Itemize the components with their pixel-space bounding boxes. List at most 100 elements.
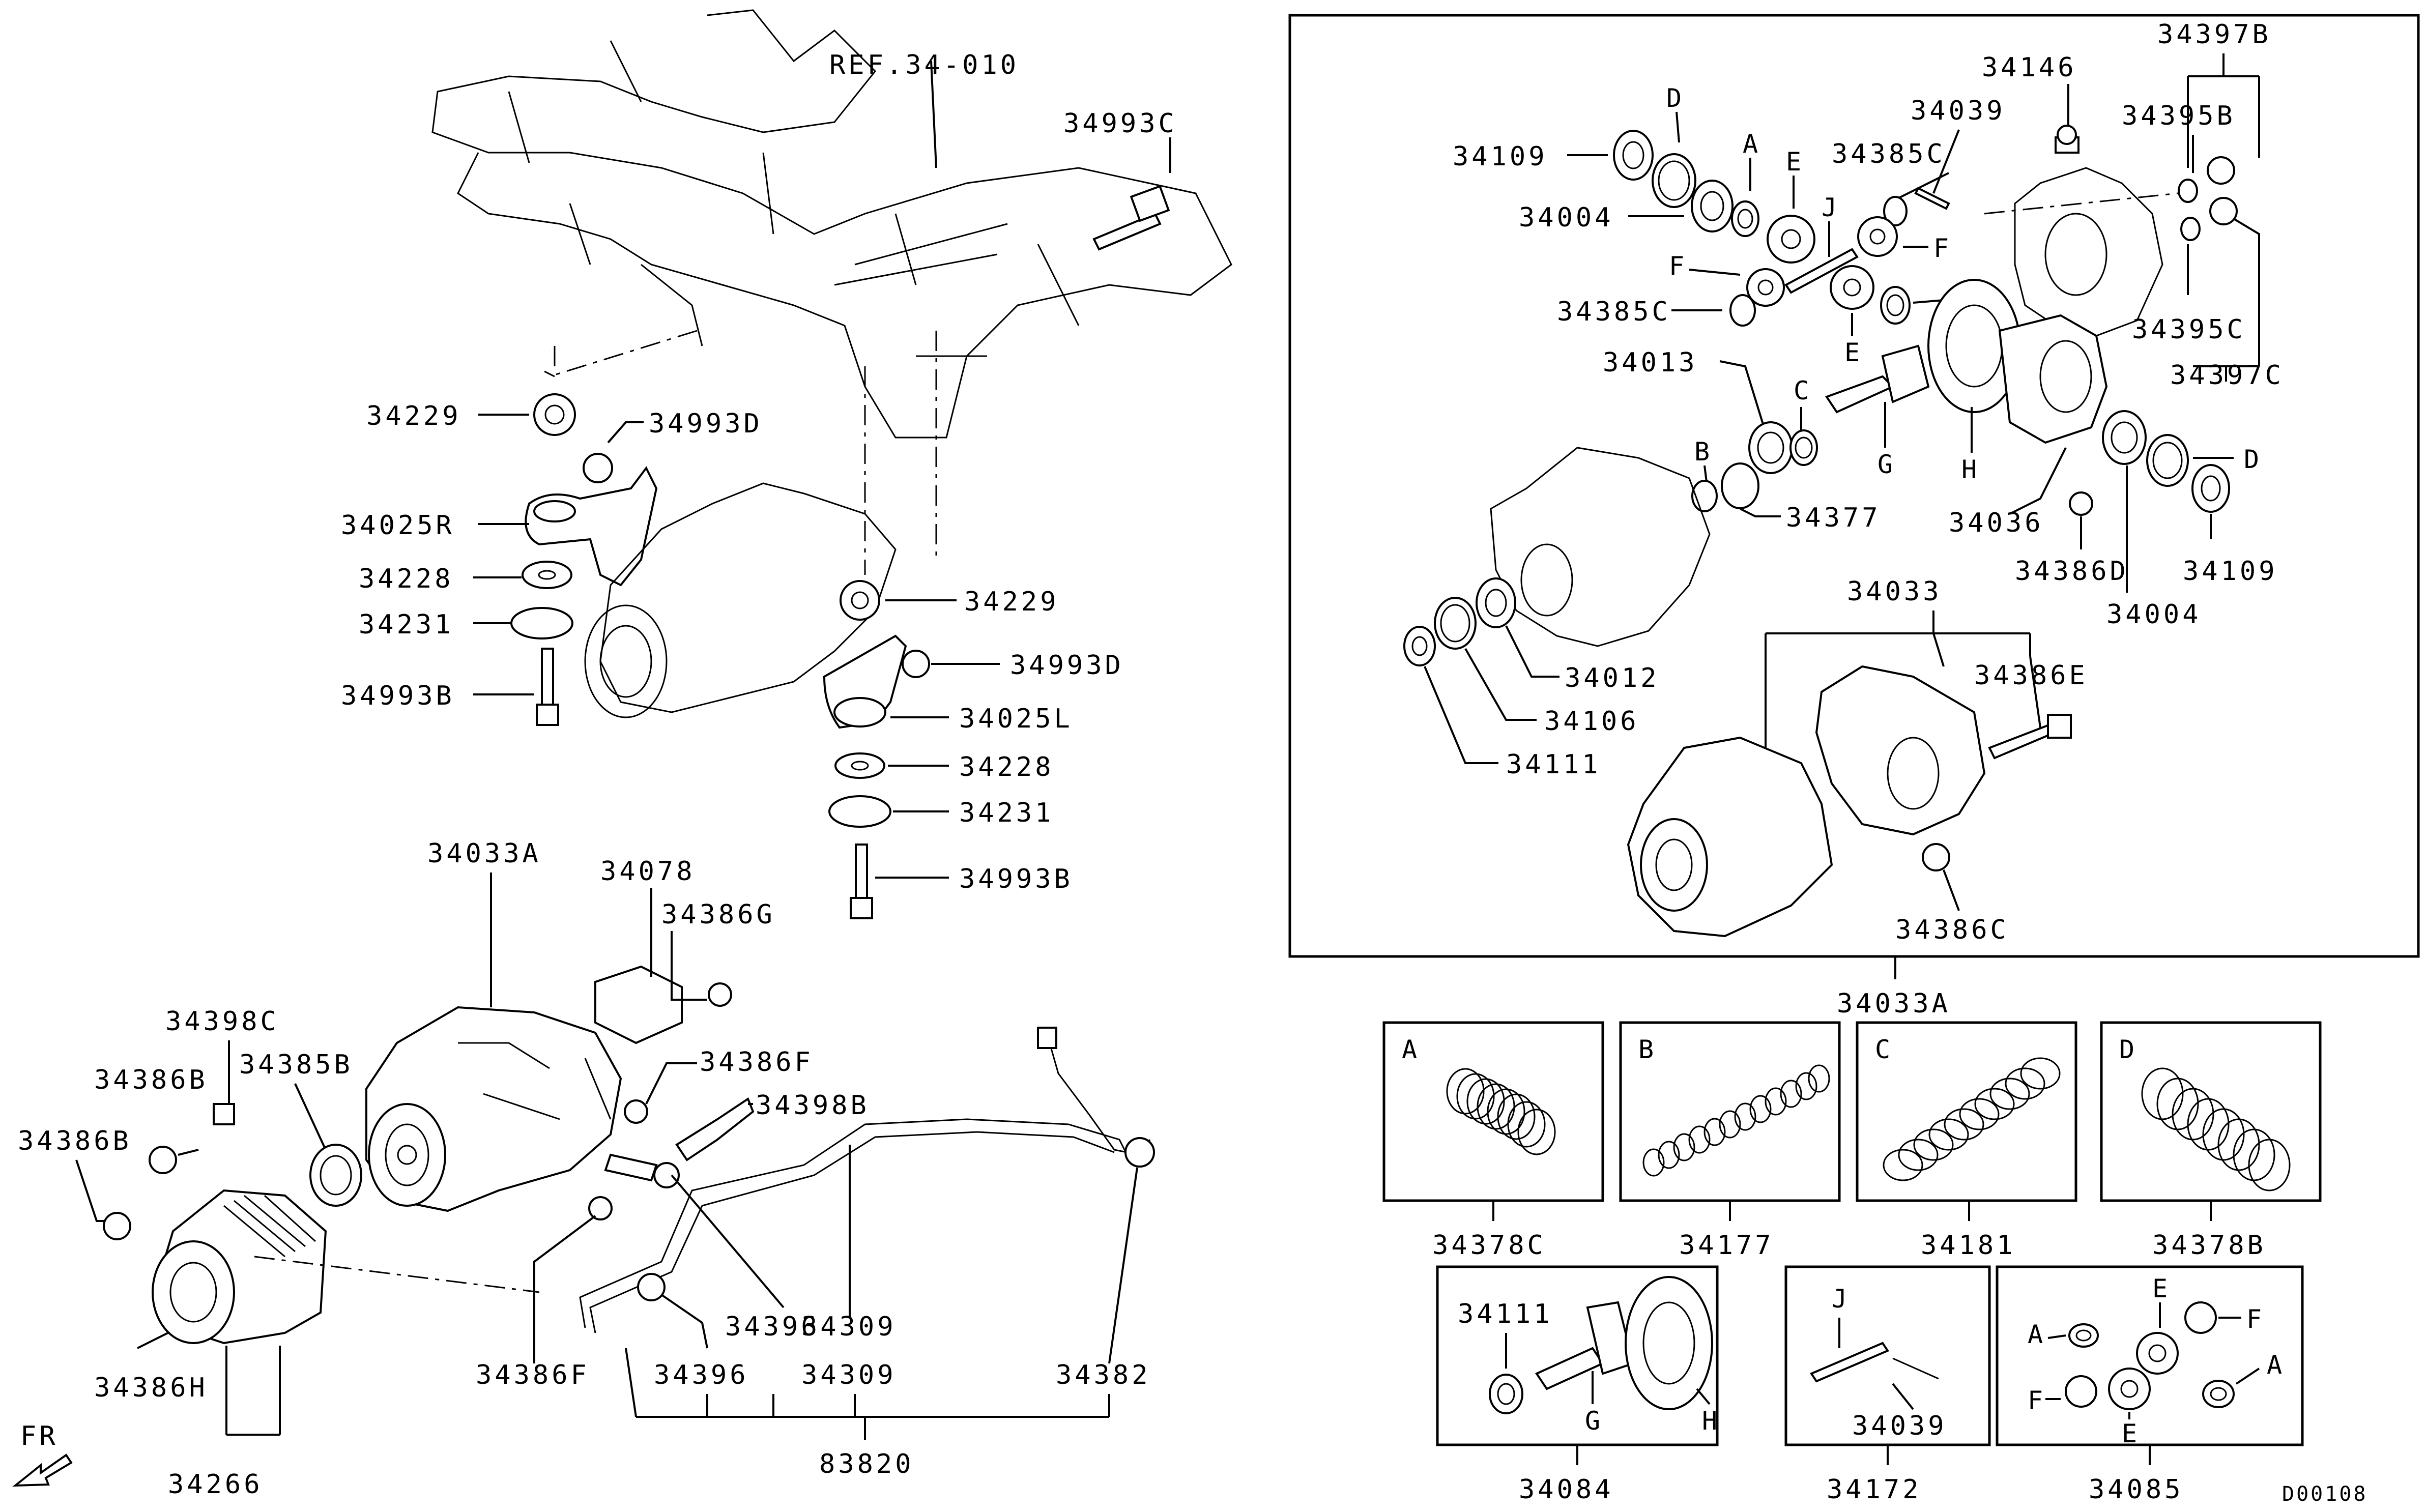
label-34309: 34309 xyxy=(801,1312,897,1342)
exploded-view-frame xyxy=(1288,14,2420,958)
label-34004-a: 34004 xyxy=(1519,202,1614,233)
frame-crossmember-illustration: REF.34-010 xyxy=(431,9,1232,575)
letter-H-mid: H xyxy=(1961,455,1977,484)
label-34993B-a: 34993B xyxy=(341,681,455,711)
label-34397B: 34397B xyxy=(2157,19,2271,50)
label-34385B: 34385B xyxy=(239,1050,353,1080)
letter-G-mid: G xyxy=(1878,450,1893,479)
label-34382: 34382 xyxy=(1056,1360,1151,1390)
label-34085: 34085 xyxy=(2089,1474,2184,1505)
label-34386B-b: 34386B xyxy=(18,1126,132,1156)
label-34385C-b: 34385C xyxy=(1557,297,1671,327)
letter-J-top: J xyxy=(1822,193,1837,222)
label-34386E: 34386E xyxy=(1974,660,2088,691)
letter-E-mid: E xyxy=(1844,338,1860,367)
label-34993B-b: 34993B xyxy=(959,864,1073,894)
box-letter-J: J xyxy=(1832,1284,1847,1314)
label-34386C: 34386C xyxy=(1895,915,2009,945)
label-34039-a: 34039 xyxy=(1911,96,2006,126)
label-34398C: 34398C xyxy=(165,1006,279,1037)
label-34177: 34177 xyxy=(1679,1230,1774,1261)
shim-box-A: A 34378C xyxy=(1382,1021,1604,1261)
ref-label: REF.34-010 xyxy=(829,50,1019,80)
label-34386F-b: 34386F xyxy=(476,1360,590,1390)
letter-D-top: D xyxy=(1666,83,1682,113)
label-34386D: 34386D xyxy=(2015,556,2129,587)
label-34378C: 34378C xyxy=(1432,1230,1546,1261)
label-34033: 34033 xyxy=(1847,576,1942,607)
box-letter-A1: A xyxy=(2028,1320,2043,1349)
letter-E-top: E xyxy=(1786,147,1801,177)
box-letter-C: C xyxy=(1875,1035,1890,1064)
label-34033A-top: 34033A xyxy=(427,838,541,869)
label-34033A-box: 34033A xyxy=(1837,988,1951,1019)
label-34109-a: 34109 xyxy=(1453,141,1548,172)
label-34386G: 34386G xyxy=(661,899,775,930)
label-34386B-a: 34386B xyxy=(94,1065,208,1095)
kit-box-34084: 34111 G H 34084 xyxy=(1436,1265,1719,1505)
box-letter-D: D xyxy=(2119,1035,2134,1064)
label-34378B: 34378B xyxy=(2152,1230,2266,1261)
label-34172: 34172 xyxy=(1827,1474,1922,1505)
letter-F-top2: F xyxy=(1933,234,1949,263)
label-34385C-a: 34385C xyxy=(1832,139,1946,169)
shim-box-B: B 34177 xyxy=(1619,1021,1841,1261)
box-letter-E2: E xyxy=(2122,1419,2137,1448)
label-34013: 34013 xyxy=(1603,347,1698,378)
letter-D-right: D xyxy=(2244,445,2259,474)
letter-A-top: A xyxy=(1743,129,1758,159)
label-34396-a: 34396 xyxy=(725,1312,820,1342)
label-34111-b: 34111 xyxy=(1458,1299,1553,1329)
label-34993D-b: 34993D xyxy=(1010,650,1124,681)
label-34386F-a: 34386F xyxy=(700,1047,814,1078)
label-34012: 34012 xyxy=(1565,663,1660,693)
label-34106: 34106 xyxy=(1544,706,1639,737)
kit-box-34085: E F A F E A 34085 xyxy=(1996,1265,2304,1505)
label-34266: 34266 xyxy=(168,1469,263,1500)
label-34025R: 34025R xyxy=(341,510,455,541)
label-34181: 34181 xyxy=(1921,1230,2016,1261)
label-34397C: 34397C xyxy=(2170,360,2284,391)
label-34036: 34036 xyxy=(1949,508,2044,538)
label-34228-a: 34228 xyxy=(359,564,454,594)
box-letter-F1: F xyxy=(2246,1304,2262,1334)
front-direction-arrow: FR xyxy=(12,1421,73,1487)
orientation-label: FR xyxy=(20,1421,59,1451)
label-34039-b: 34039 xyxy=(1852,1411,1947,1441)
label-34109-b: 34109 xyxy=(2183,556,2278,587)
label-34398B: 34398B xyxy=(756,1090,870,1121)
box-letter-E1: E xyxy=(2152,1274,2168,1303)
letter-C-mid: C xyxy=(1794,376,1809,405)
label-34395C: 34395C xyxy=(2132,314,2246,345)
label-34146: 34146 xyxy=(1982,52,2077,83)
left-mount-stack: 34229 34993D 34025R 34228 34231 34993B xyxy=(341,344,763,726)
label-34025L: 34025L xyxy=(959,704,1073,734)
label-34228-b: 34228 xyxy=(959,752,1054,782)
box-letter-B: B xyxy=(1638,1035,1654,1064)
exploded-view-parts: 34109 D 34004 A E J 34385C 34039 xyxy=(1403,19,2284,945)
label-34229-a: 34229 xyxy=(366,401,461,431)
box-letter-A2: A xyxy=(2267,1350,2282,1380)
label-34229-b: 34229 xyxy=(964,587,1059,617)
label-34993C: 34993C xyxy=(1063,108,1177,139)
label-34004-b: 34004 xyxy=(2106,599,2202,630)
label-34111-a: 34111 xyxy=(1506,749,1601,780)
label-34084: 34084 xyxy=(1519,1474,1614,1505)
kit-box-34172: J 34039 34172 xyxy=(1784,1265,1991,1505)
diagram-id: D00108 xyxy=(2282,1482,2368,1506)
label-34395B: 34395B xyxy=(2122,101,2236,131)
box-letter-H: H xyxy=(1702,1406,1717,1436)
differential-assembly-lower-left: 34033A 34078 34386G 34398C 34386B 34385B… xyxy=(18,838,1155,1500)
letter-F-top1: F xyxy=(1669,251,1684,281)
shim-box-C: C 34181 xyxy=(1856,1021,2077,1261)
shim-box-D: D 34378B xyxy=(2100,1021,2322,1261)
box-letter-G: G xyxy=(1585,1406,1600,1436)
box-letter-A: A xyxy=(1402,1035,1417,1064)
right-mount-stack: 34229 34993D 34025L 34228 34231 34993B xyxy=(823,580,1124,919)
box-letter-F2: F xyxy=(2028,1386,2043,1415)
label-34386H: 34386H xyxy=(94,1373,208,1403)
label-34396-b: 34396 xyxy=(654,1360,749,1390)
label-34078: 34078 xyxy=(600,856,696,887)
label-34993D-a: 34993D xyxy=(649,409,763,439)
